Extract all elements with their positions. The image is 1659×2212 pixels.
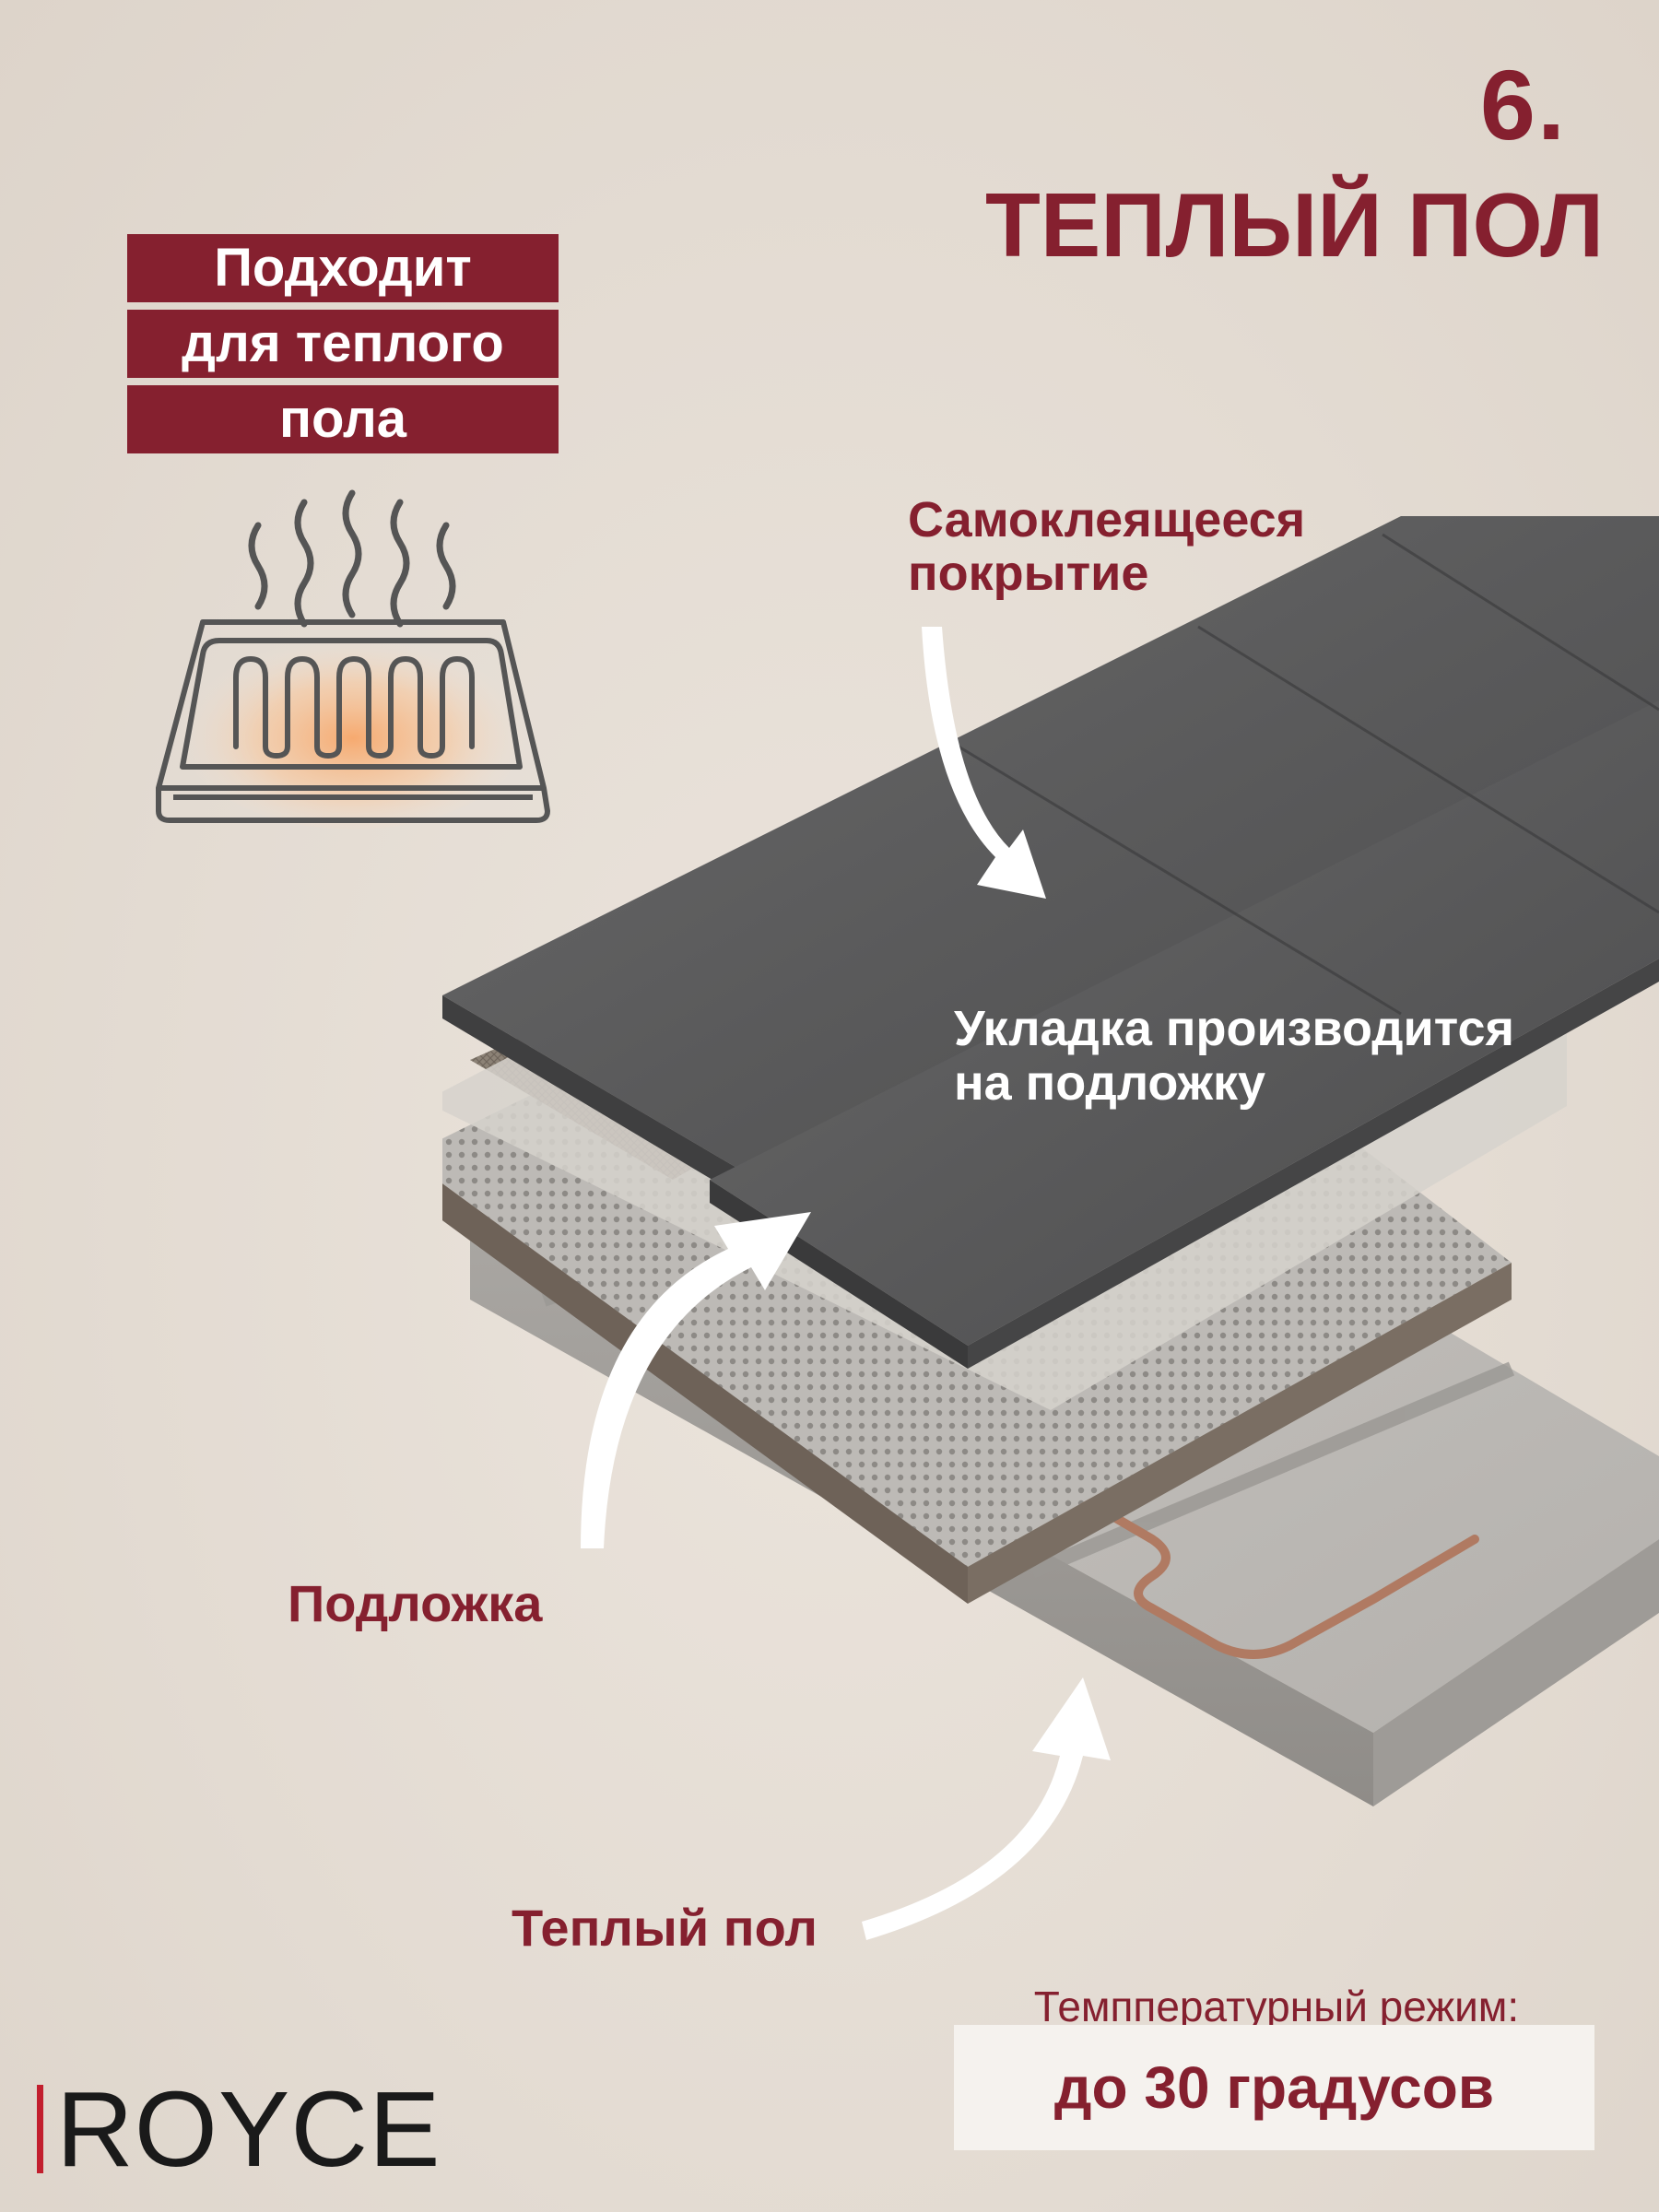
label-self-adhesive-coating: Самоклеящееся покрытие [908, 493, 1305, 601]
step-number: 6. [1479, 49, 1567, 160]
label-coating-line-1: Самоклеящееся [908, 492, 1306, 547]
heated-floor-icon [156, 489, 550, 830]
temperature-value: до 30 градусов [1053, 2054, 1495, 2121]
badge-line-2: для теплого [127, 310, 559, 378]
badge-line-1: Подходит [127, 234, 559, 302]
brand-logo: ROYCE [37, 2069, 441, 2189]
brand-name: ROYCE [56, 2069, 441, 2189]
label-heated-floor: Теплый пол [512, 1899, 818, 1957]
suitability-badge: Подходит для теплого пола [127, 234, 559, 461]
badge-line-3: пола [127, 385, 559, 453]
label-install-on-underlay: Укладка производится на подложку [954, 1001, 1515, 1112]
floor-layers-illustration [442, 516, 1659, 1806]
brand-bar [37, 2085, 43, 2173]
label-install-line-2: на подложку [954, 1055, 1266, 1112]
steam-icon [248, 489, 456, 628]
label-install-line-1: Укладка производится [954, 1001, 1515, 1056]
temperature-caption: Темппературный режим: [1033, 1983, 1520, 2030]
label-underlay: Подложка [288, 1574, 543, 1632]
page-title: ТЕПЛЫЙ ПОЛ [984, 174, 1604, 276]
tile-layer [442, 516, 1659, 1369]
label-coating-line-2: покрытие [908, 546, 1149, 602]
temperature-box: до 30 градусов [954, 2025, 1594, 2150]
